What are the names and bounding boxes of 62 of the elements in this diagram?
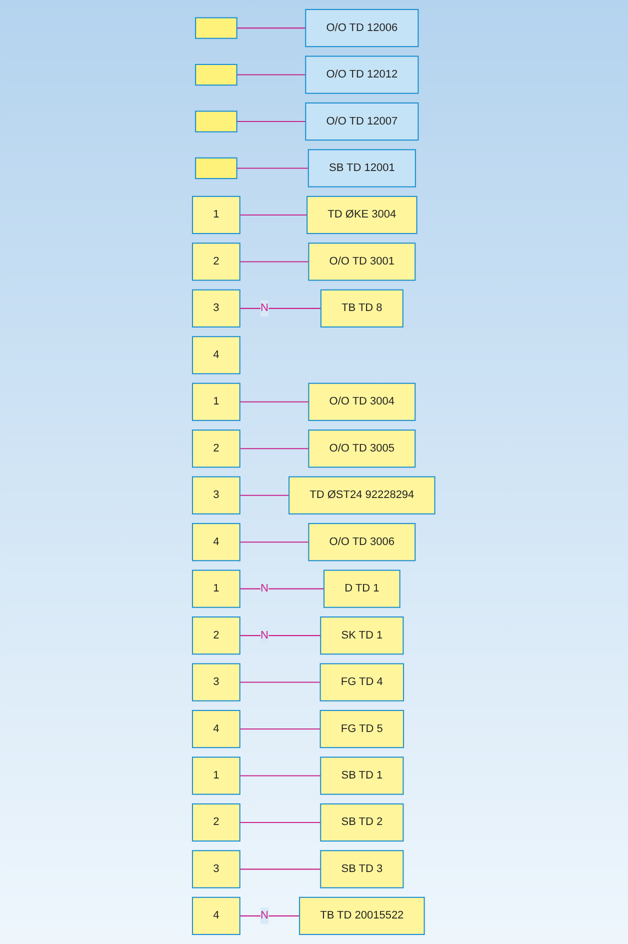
connector	[240, 448, 310, 450]
node-box: O/O TD 3004	[308, 382, 416, 421]
node-box: 1	[192, 196, 241, 234]
connector	[237, 168, 309, 169]
connector	[240, 775, 321, 776]
connector	[240, 542, 310, 543]
node-box: 2	[192, 430, 241, 468]
edge-label: N	[260, 582, 269, 594]
connector	[240, 868, 321, 870]
connector	[240, 822, 321, 823]
node-box: 2	[192, 616, 241, 655]
connector	[240, 308, 322, 309]
node-box: 3	[192, 850, 241, 888]
node-box: O/O TD 12012	[305, 56, 420, 94]
connector	[240, 682, 321, 683]
node-box: 4	[192, 710, 241, 748]
node-box: O/O TD 12006	[305, 8, 420, 48]
node-box: 1	[192, 382, 241, 421]
node-box: O/O TD 12007	[305, 102, 420, 141]
node-box: 4	[192, 523, 241, 562]
connector	[237, 74, 306, 76]
connector	[240, 635, 321, 636]
node-box: 3	[192, 663, 241, 702]
node-box	[195, 17, 238, 39]
node-box: 3	[192, 289, 241, 328]
node-box: SB TD 12001	[308, 149, 416, 188]
node-box: 1	[192, 570, 241, 608]
node-box: D TD 1	[324, 570, 401, 608]
node-box: TD ØKE 3004	[306, 196, 418, 234]
node-box: FG TD 5	[320, 710, 404, 748]
node-box: FG TD 4	[320, 663, 404, 702]
connector	[240, 261, 310, 262]
node-box: SB TD 2	[320, 803, 404, 842]
node-box	[195, 64, 238, 86]
connector	[240, 494, 290, 496]
node-box: 3	[192, 476, 241, 514]
node-box: O/O TD 3006	[308, 523, 416, 562]
node-box: O/O TD 3005	[308, 430, 416, 468]
node-box	[195, 157, 238, 180]
connector	[240, 728, 321, 730]
node-box: 2	[192, 242, 241, 281]
connector	[240, 401, 310, 402]
node-box: 4	[192, 896, 241, 935]
node-box: 2	[192, 803, 241, 842]
node-box: 1	[192, 756, 241, 795]
node-box: O/O TD 3001	[308, 242, 416, 281]
edge-label: N	[260, 629, 269, 642]
node-box: SK TD 1	[320, 616, 404, 655]
node-box: 4	[192, 336, 241, 374]
connector	[240, 214, 308, 216]
connector	[240, 915, 300, 916]
connector	[240, 588, 324, 590]
connector	[237, 121, 306, 122]
node-box: SB TD 1	[320, 756, 404, 795]
edge-label: N	[260, 302, 269, 314]
edge-label: N	[260, 910, 269, 922]
node-box: SB TD 3	[320, 850, 404, 888]
node-box: TB TD 20015522	[299, 896, 426, 935]
node-box: TB TD 8	[320, 289, 404, 328]
node-box: TD ØST24 92228294	[288, 476, 436, 514]
connector	[237, 28, 306, 29]
node-box	[195, 110, 238, 132]
